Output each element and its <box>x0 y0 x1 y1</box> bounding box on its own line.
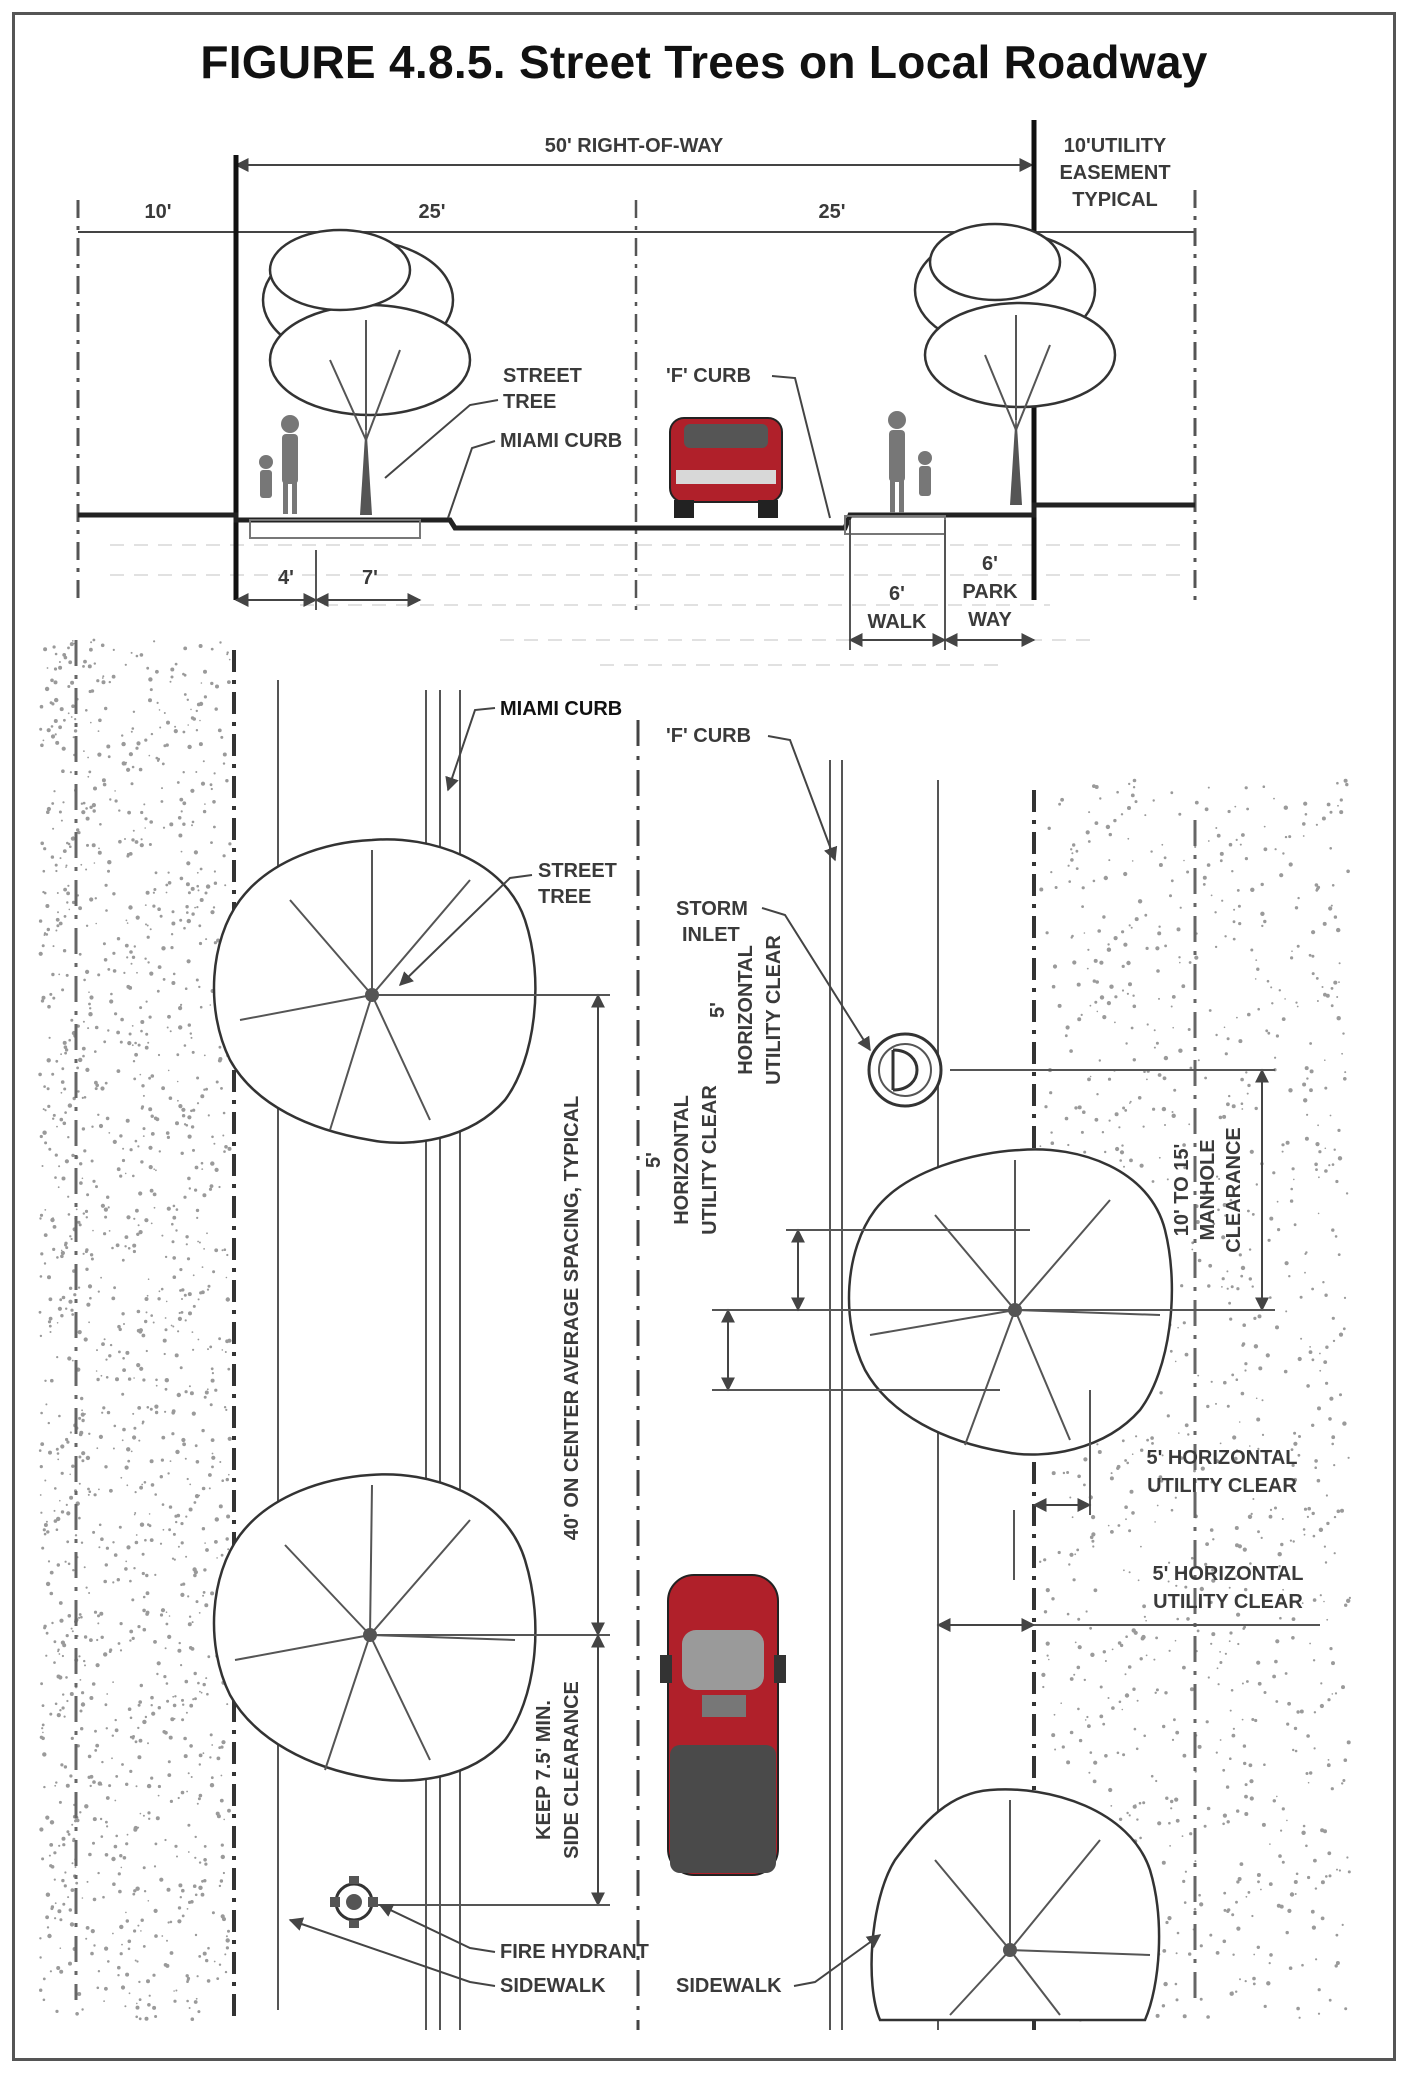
section-f-curb-label: 'F' CURB <box>666 365 751 387</box>
plan-street-tree-leader <box>398 874 533 986</box>
plan-stipple <box>38 638 1351 2022</box>
plan-tree-2 <box>212 1473 537 1782</box>
section-view: 50' RIGHT-OF-WAY 10'UTILITY EASEMENT TYP… <box>76 120 1197 666</box>
plan-f-curb-leader <box>767 735 838 862</box>
sidewalk-left-label: SIDEWALK <box>500 1975 606 1997</box>
storm-inlet-leader <box>761 907 871 1052</box>
utility-clear-c-label-2: UTILITY CLEAR <box>1147 1475 1297 1497</box>
section-tree-right <box>913 222 1117 505</box>
sidewalk-slab-left <box>249 519 421 539</box>
dim-25-right-label: 25' <box>818 201 845 223</box>
utility-clear-b-label-3: UTILITY CLEAR <box>763 935 785 1085</box>
dim-10-label: 10' <box>144 201 171 223</box>
section-tree-left <box>261 228 472 515</box>
side-clearance-label-2: SIDE CLEARANCE <box>561 1681 583 1859</box>
section-ground-shading <box>110 544 1190 666</box>
sidewalk-slab-right <box>844 515 946 535</box>
storm-inlet-label-2: INLET <box>682 924 740 946</box>
storm-inlet-symbol <box>867 1032 943 1108</box>
plan-view: 40' ON CENTER AVERAGE SPACING, TYPICAL K… <box>38 638 1351 2030</box>
storm-inlet-label-1: STORM <box>676 898 748 920</box>
utility-clear-b-label-1: 5' <box>707 1002 729 1018</box>
row-label: 50' RIGHT-OF-WAY <box>545 135 724 157</box>
side-clearance-label-1: KEEP 7.5' MIN. <box>533 1700 555 1840</box>
section-street-tree-leader <box>384 399 499 479</box>
plan-tree-3 <box>847 1148 1174 1456</box>
sidewalk-right-leader <box>793 1934 882 1987</box>
utility-clear-a-label-3: UTILITY CLEAR <box>699 1085 721 1235</box>
parkway-label-3: WAY <box>968 609 1012 631</box>
dim-4-label: 4' <box>278 567 294 589</box>
plan-miami-curb-label: MIAMI CURB <box>500 698 622 720</box>
utility-clear-d-label-2: UTILITY CLEAR <box>1153 1591 1303 1613</box>
dim-7-label: 7' <box>362 567 378 589</box>
walk-label-2: WALK <box>868 611 927 633</box>
plan-street-tree-label-2: TREE <box>538 886 591 908</box>
parkway-label-1: 6' <box>982 553 998 575</box>
utility-clear-a-label-1: 5' <box>643 1152 665 1168</box>
utility-clear-b-label-2: HORIZONTAL <box>735 945 757 1075</box>
ground-profile <box>78 502 1195 531</box>
fire-hydrant-leader <box>378 1904 496 1953</box>
section-car <box>669 417 783 518</box>
manhole-label-3: CLEARANCE <box>1223 1127 1245 1253</box>
utility-clear-d-label-1: 5' HORIZONTAL <box>1152 1563 1303 1585</box>
section-f-curb-leader <box>771 375 831 519</box>
plan-f-curb-label: 'F' CURB <box>666 725 751 747</box>
figure-title: FIGURE 4.8.5. Street Trees on Local Road… <box>200 36 1208 88</box>
section-street-tree-label-1: STREET <box>503 365 582 387</box>
easement-label-1: 10'UTILITY <box>1064 135 1167 157</box>
fire-hydrant-symbol <box>330 1876 378 1928</box>
section-miami-curb-leader <box>447 440 496 519</box>
spacing-label: 40' ON CENTER AVERAGE SPACING, TYPICAL <box>561 1096 583 1540</box>
easement-label-2: EASEMENT <box>1059 162 1170 184</box>
fire-hydrant-label: FIRE HYDRANT <box>500 1941 649 1963</box>
utility-clear-c-label-1: 5' HORIZONTAL <box>1146 1447 1297 1469</box>
plan-tree-4 <box>870 1788 1161 2022</box>
dim-25-left-label: 25' <box>418 201 445 223</box>
sidewalk-left-leader <box>288 1917 496 1987</box>
sidewalk-right-label: SIDEWALK <box>676 1975 782 1997</box>
manhole-label-2: MANHOLE <box>1197 1139 1219 1240</box>
utility-clear-a-label-2: HORIZONTAL <box>671 1095 693 1225</box>
section-street-tree-label-2: TREE <box>503 391 556 413</box>
easement-label-3: TYPICAL <box>1072 189 1158 211</box>
plan-car <box>660 1574 786 1876</box>
plan-tree-1 <box>212 838 537 1145</box>
manhole-label-1: 10' TO 15' <box>1171 1144 1193 1237</box>
parkway-label-2: PARK <box>962 581 1018 603</box>
walk-label-1: 6' <box>889 583 905 605</box>
plan-street-tree-label-1: STREET <box>538 860 617 882</box>
plan-miami-curb-leader <box>445 707 496 792</box>
section-miami-curb-label: MIAMI CURB <box>500 430 622 452</box>
pedestrian-figures-right <box>888 411 932 513</box>
pedestrian-figures-left <box>259 415 299 514</box>
